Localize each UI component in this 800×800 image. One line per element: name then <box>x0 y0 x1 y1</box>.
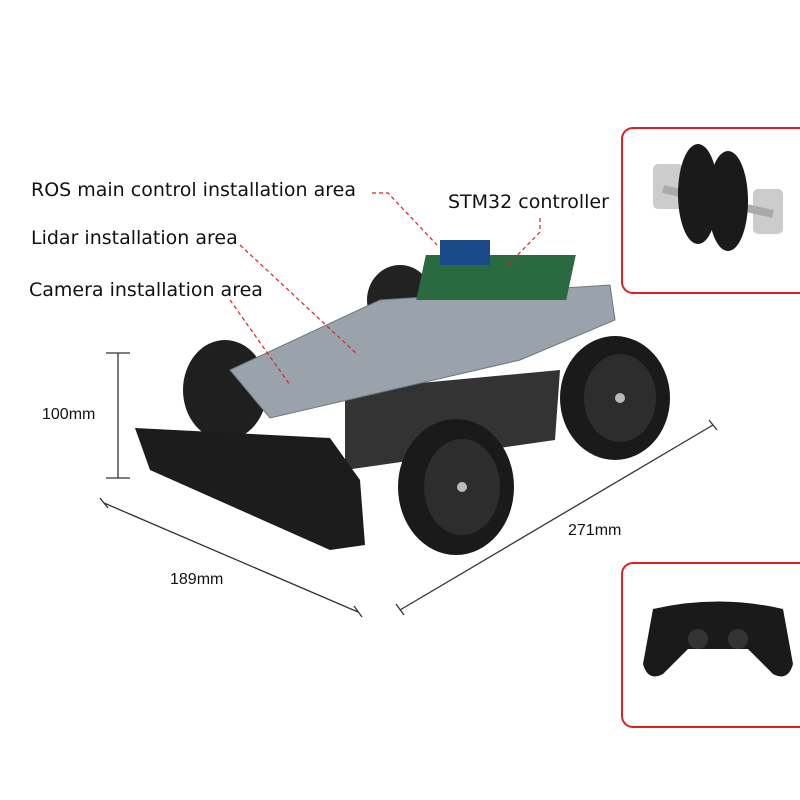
gamepad-image <box>643 601 793 677</box>
camera-area-label: Camera installation area <box>29 279 263 301</box>
omni-wheel-image <box>653 144 783 251</box>
width-dimension: 189mm <box>170 571 224 588</box>
dimension-lines <box>99 352 718 618</box>
leader-lines <box>229 192 541 386</box>
robot-car <box>135 240 670 555</box>
stm32-label: STM32 controller <box>448 191 609 213</box>
height-dimension: 100mm <box>42 406 96 423</box>
ros-area-label: ROS main control installation area <box>31 179 356 201</box>
omni-wheel-inset <box>621 127 800 294</box>
length-dimension: 271mm <box>568 522 622 539</box>
gamepad-inset <box>621 562 800 728</box>
lidar-area-label: Lidar installation area <box>31 227 238 249</box>
